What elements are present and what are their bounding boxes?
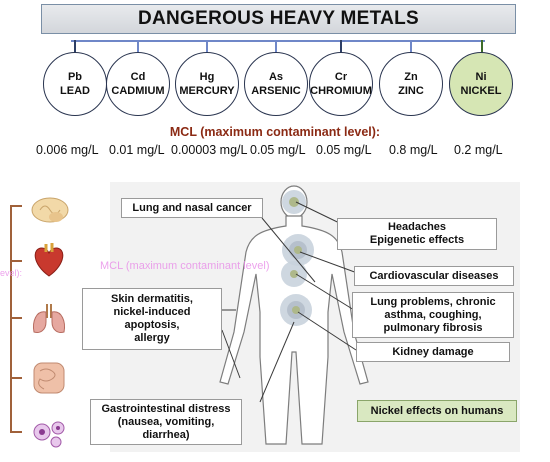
heart-icon	[34, 243, 64, 277]
intestines-icon	[33, 362, 65, 394]
metal-name: LEAD	[60, 85, 90, 97]
stem-zinc	[410, 40, 412, 55]
effect-text: Headaches	[387, 221, 447, 233]
metal-name: NICKEL	[460, 85, 502, 97]
effect-text: nickel-induced	[113, 306, 191, 318]
label-headaches: Headaches Epigenetic effects	[337, 218, 497, 250]
effect-text: Lung and nasal cancer	[132, 201, 252, 214]
metal-circle-arsenic: As ARSENIC	[244, 52, 308, 116]
effect-text: Nickel effects on humans	[370, 404, 504, 417]
effect-text: Kidney damage	[392, 345, 474, 358]
mcl-value-nickel: 0.2 mg/L	[454, 143, 503, 157]
label-cardiovascular: Cardiovascular diseases	[354, 266, 514, 286]
cells-icon	[33, 421, 65, 448]
metal-name: ZINC	[398, 85, 424, 97]
stem-arsenic	[275, 40, 277, 55]
mcl-value-mercury: 0.00003 mg/L	[171, 143, 248, 157]
metal-circle-zinc: Zn ZINC	[379, 52, 443, 116]
stem-chromium	[340, 40, 342, 55]
effect-text: Cardiovascular diseases	[369, 269, 499, 282]
label-skin-dermatitis: Skin dermatitis, nickel-induced apoptosi…	[82, 288, 222, 350]
connector-bar	[71, 40, 485, 42]
effect-text: Epigenetic effects	[369, 234, 465, 246]
metal-symbol: Hg	[199, 71, 215, 83]
page-title-text: DANGEROUS HEAVY METALS	[137, 8, 420, 29]
metal-circle-nickel: Ni NICKEL	[449, 52, 513, 116]
effect-text: asthma, coughing,	[384, 308, 482, 321]
metal-name: MERCURY	[179, 85, 235, 97]
metal-name: ARSENIC	[251, 85, 301, 97]
brain-icon	[31, 197, 69, 223]
effect-text: (nausea, vomiting,	[117, 415, 215, 428]
stem-mercury	[206, 40, 208, 55]
mcl-value-zinc: 0.8 mg/L	[389, 143, 438, 157]
mcl-value-lead: 0.006 mg/L	[36, 143, 99, 157]
effect-text: Lung problems, chronic	[370, 295, 496, 308]
metal-symbol: Cd	[130, 71, 146, 83]
label-lung-problems: Lung problems, chronic asthma, coughing,…	[352, 292, 514, 338]
metal-symbol: Pb	[67, 71, 83, 83]
effect-text: pulmonary fibrosis	[383, 321, 483, 334]
organ-tick	[10, 317, 22, 319]
effect-text: apoptosis,	[124, 319, 180, 331]
metal-symbol: Ni	[475, 71, 487, 83]
label-gastrointestinal: Gastrointestinal distress (nausea, vomit…	[90, 399, 242, 445]
metal-symbol: As	[268, 71, 284, 83]
mcl-value-chromium: 0.05 mg/L	[316, 143, 372, 157]
page-title: DANGEROUS HEAVY METALS	[41, 4, 516, 34]
metal-symbol: Zn	[404, 71, 418, 83]
stem-cadmium	[137, 40, 139, 55]
label-lung-nasal-cancer: Lung and nasal cancer	[121, 198, 263, 218]
metal-circle-chromium: Cr CHROMIUM	[309, 52, 373, 116]
metal-name: CADMIUM	[111, 85, 165, 97]
human-body-figure	[219, 185, 369, 445]
label-nickel-effects: Nickel effects on humans	[357, 400, 517, 422]
mcl-value-cadmium: 0.01 mg/L	[109, 143, 165, 157]
metal-circle-mercury: Hg MERCURY	[175, 52, 239, 116]
metal-symbol: Cr	[334, 71, 348, 83]
organ-tick	[10, 377, 22, 379]
metal-circle-cadmium: Cd CADMIUM	[106, 52, 170, 116]
ghost-mcl-fragment: evel):	[0, 268, 23, 278]
metal-circle-lead: Pb LEAD	[43, 52, 107, 116]
stem-nickel	[481, 40, 483, 55]
organ-tick	[10, 431, 22, 433]
stem-lead	[74, 40, 76, 55]
lungs-icon	[33, 304, 65, 333]
ghost-mcl-text: MCL (maximum contaminant level)	[100, 260, 270, 272]
mcl-heading: MCL (maximum contaminant level):	[169, 125, 381, 139]
effect-text: Gastrointestinal distress	[101, 402, 231, 415]
effect-text: diarrhea)	[142, 428, 190, 441]
mcl-value-arsenic: 0.05 mg/L	[250, 143, 306, 157]
effect-text: allergy	[134, 332, 170, 344]
metal-name: CHROMIUM	[310, 85, 372, 97]
effect-text: Skin dermatitis,	[111, 293, 193, 305]
label-kidney-damage: Kidney damage	[356, 342, 510, 362]
organ-tick	[10, 260, 22, 262]
organ-tick	[10, 205, 22, 207]
